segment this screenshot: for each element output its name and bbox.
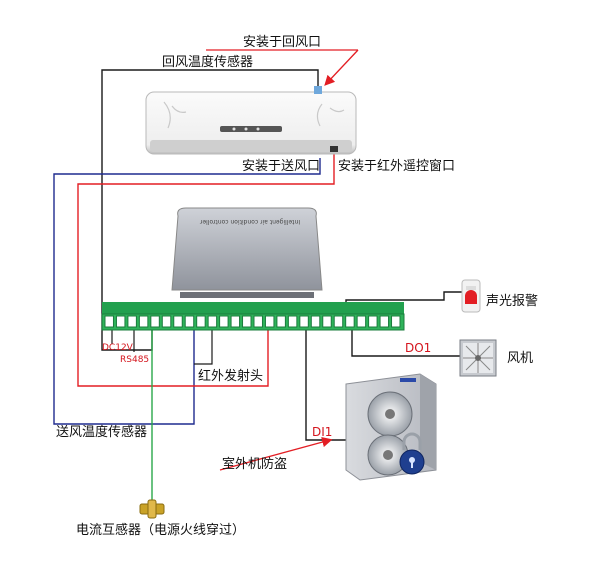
ir-emitter-wire (77, 148, 335, 387)
label-install-return-vent: 安装于回风口 (243, 35, 321, 50)
terminal-slot (207, 315, 218, 328)
label-install-supply-vent: 安装于送风口 (242, 159, 320, 174)
label-do1: DO1 (405, 341, 431, 355)
current-transformer-icon (139, 499, 165, 519)
terminal-slot (333, 315, 344, 328)
label-current-transformer: 电流互感器（电源火线穿过） (76, 522, 245, 538)
terminal-slot (276, 315, 286, 328)
supply-sensor-lead (194, 330, 213, 365)
terminal-strip (101, 302, 405, 331)
label-rs485: RS485 (120, 355, 149, 365)
controller-icon: Intelligent air condition controller (171, 207, 323, 298)
di1-wire (305, 330, 350, 441)
terminal-slot (264, 315, 275, 328)
label-supply-air-sensor: 送风温度传感器 (56, 424, 147, 440)
pointer-antitheft (219, 437, 333, 471)
label-sound-light-alarm: 声光报警 (486, 293, 538, 309)
terminal-slot (299, 315, 309, 328)
label-fan: 风机 (507, 351, 533, 366)
indoor-unit-icon (145, 86, 357, 155)
terminal-slot (150, 315, 160, 328)
fan-wire (351, 330, 460, 357)
siren-icon (461, 279, 481, 313)
terminal-slot (287, 315, 298, 328)
label-install-ir-window: 安装于红外遥控窗口 (338, 158, 455, 174)
terminal-slot (368, 315, 378, 328)
label-di1: DI1 (312, 425, 332, 439)
terminal-slot (379, 315, 390, 328)
terminal-slot (173, 315, 183, 328)
terminal-slot (115, 315, 126, 328)
label-outdoor-antitheft: 室外机防盗 (222, 456, 287, 472)
terminal-slot (391, 315, 401, 328)
terminal-slot (345, 315, 355, 328)
controller-caption: Intelligent air condition controller (199, 218, 300, 225)
terminal-slot (230, 315, 241, 328)
terminal-slot (310, 315, 321, 328)
terminal-slot (242, 315, 252, 328)
terminal-slot (219, 315, 229, 328)
terminal-slot (184, 315, 195, 328)
terminal-slot (127, 315, 137, 328)
label-ir-emitter: 红外发射头 (198, 368, 263, 384)
label-dc12v: DC12V (102, 343, 134, 353)
label-return-air-sensor: 回风温度传感器 (162, 54, 253, 70)
terminal-slot (322, 315, 332, 328)
terminal-slot (104, 315, 114, 328)
terminal-slot (356, 315, 367, 328)
terminal-slot (253, 315, 263, 328)
terminal-slot (196, 315, 206, 328)
terminal-slot (138, 315, 149, 328)
exhaust-fan-icon (459, 339, 497, 377)
supply-sensor-wire (53, 158, 321, 425)
pointer-return-vent (324, 49, 359, 86)
terminal-slot (161, 315, 172, 328)
padlock-icon (399, 432, 425, 475)
